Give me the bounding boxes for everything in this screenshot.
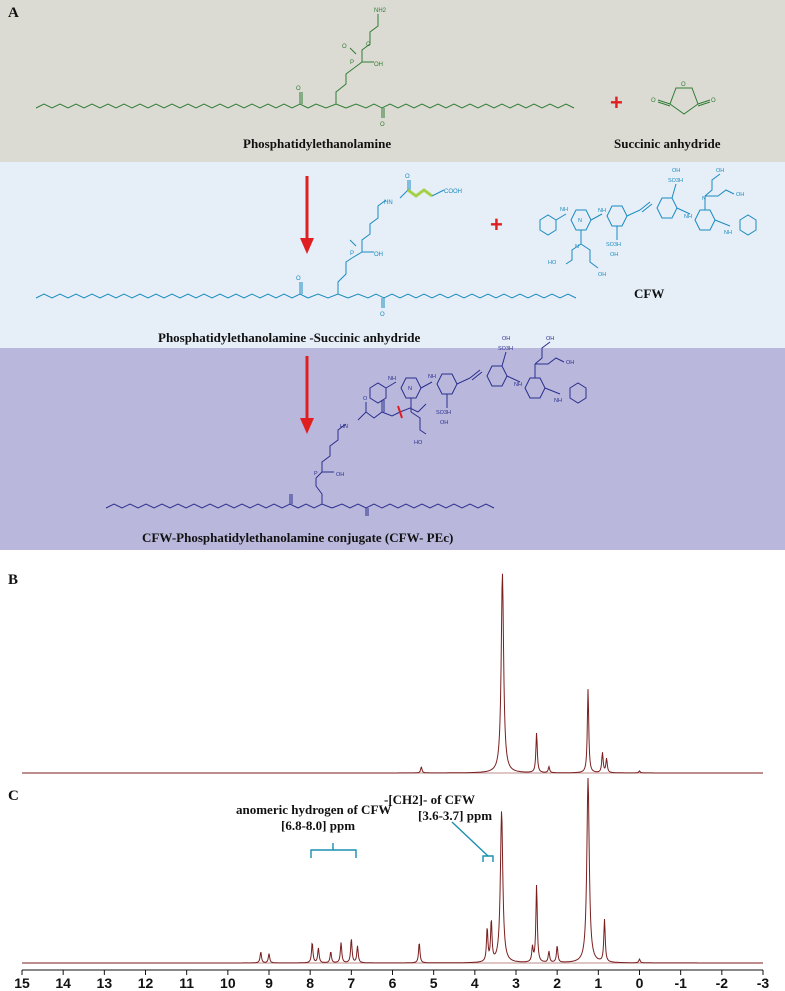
cfw-molecule <box>539 173 757 269</box>
x-tick-label: 0 <box>636 975 644 991</box>
pe-caption: Phosphatidylethanolamine <box>243 136 392 151</box>
conj-oh-label-2: OH <box>502 336 510 342</box>
conj-hn-label: HN <box>340 424 348 430</box>
anhydride-o-left: O <box>651 98 656 104</box>
x-tick-label: 10 <box>220 975 236 991</box>
conj-p-label: P <box>314 471 318 477</box>
pesa-p-label: P <box>350 251 354 257</box>
cfw-nh-label-1: NH <box>560 207 568 213</box>
cfw-so3h-label-2: SO3H <box>668 178 683 184</box>
ch2-text-2: [3.6-3.7] ppm <box>418 808 492 823</box>
conj-oh-label-3: OH <box>546 336 554 342</box>
conj-so3h-label-2: SO3H <box>498 346 513 352</box>
cfw-nh-label-2: NH <box>598 208 606 214</box>
panel-label-a: A <box>8 5 19 21</box>
cfw-nh-label-3: NH <box>684 214 692 220</box>
panel-label-c: C <box>8 788 19 804</box>
cfw-n-label-2: N <box>575 244 579 250</box>
x-tick-label: 15 <box>14 975 30 991</box>
x-tick-label: 13 <box>97 975 113 991</box>
anhydride-o-ring: O <box>681 82 686 88</box>
conj-nh-label-3: NH <box>514 382 522 388</box>
plus-sign-2: + <box>490 212 503 237</box>
plus-sign-1: + <box>610 90 623 115</box>
reaction-arrow-1 <box>300 176 314 254</box>
pe-sa-caption: Phosphatidylethanolamine -Succinic anhyd… <box>158 330 421 345</box>
x-tick-label: 14 <box>55 975 71 991</box>
x-tick-label: 5 <box>430 975 438 991</box>
succinic-anhydride-molecule <box>657 87 711 115</box>
anomeric-annotation: anomeric hydrogen of CFW [6.8-8.0] ppm <box>236 802 391 858</box>
x-tick-label: 8 <box>306 975 314 991</box>
cfw-oh-label-2: OH <box>672 168 680 174</box>
pe-atom-labels: NH2 P OH O O O O <box>296 8 387 128</box>
conjugate-caption: CFW-Phosphatidylethanolamine conjugate (… <box>142 530 454 545</box>
pesa-o-label-3: O <box>380 312 385 318</box>
scheme-step-3-panel <box>0 348 785 550</box>
ester-bond-highlight <box>397 405 403 419</box>
pe-o-label-4: O <box>380 122 385 128</box>
conj-oh-label-4: OH <box>566 360 574 366</box>
x-tick-label: 4 <box>471 975 479 991</box>
panel-label-b: B <box>8 572 19 588</box>
anomeric-text-1: anomeric hydrogen of CFW <box>236 802 391 817</box>
pe-o-label-1: O <box>342 44 347 50</box>
spectrum-b-trace <box>22 573 763 774</box>
cfw-n-label-1: N <box>578 218 582 224</box>
x-tick-label: -1 <box>674 975 687 991</box>
x-tick-label: 11 <box>179 975 194 991</box>
x-tick-label: -2 <box>716 975 729 991</box>
pe-p-label: P <box>350 60 354 66</box>
ch2-annotation: -[CH2]- of CFW [3.6-3.7] ppm <box>384 792 494 862</box>
scheme-step-1-panel <box>0 0 785 162</box>
conj-n-label-1: N <box>408 386 412 392</box>
pe-oh-label: OH <box>374 62 383 68</box>
pesa-cooh-label: COOH <box>444 189 462 195</box>
x-tick-label: 1 <box>594 975 602 991</box>
conjugate-molecule <box>105 341 587 516</box>
pe-nh2-label: NH2 <box>374 8 387 14</box>
cfw-n-label-3: N <box>702 196 706 202</box>
pesa-hn-label: HN <box>384 200 393 206</box>
conj-oh-label-1: OH <box>440 420 448 426</box>
anomeric-text-2: [6.8-8.0] ppm <box>281 818 355 833</box>
pe-molecule <box>35 14 575 118</box>
scheme-step-2-panel <box>0 162 785 348</box>
cfw-caption: CFW <box>634 286 665 301</box>
x-tick-label: 7 <box>347 975 355 991</box>
cfw-nh-label-4: NH <box>724 230 732 236</box>
pe-o-label-3: O <box>296 86 301 92</box>
conj-nh-label-2: NH <box>428 374 436 380</box>
anhydride-o-right: O <box>711 98 716 104</box>
x-tick-label: 2 <box>553 975 561 991</box>
pesa-o-label-2: O <box>296 276 301 282</box>
conj-nh-label-1: NH <box>388 376 396 382</box>
reaction-arrow-2 <box>300 356 314 434</box>
nmr-spectra: anomeric hydrogen of CFW [6.8-8.0] ppm -… <box>14 573 769 991</box>
conj-so3h-label-1: SO3H <box>436 410 451 416</box>
x-tick-label: -3 <box>757 975 770 991</box>
x-tick-label: 9 <box>265 975 273 991</box>
conj-nh-label-4: NH <box>554 398 562 404</box>
pesa-oh-label: OH <box>374 252 383 258</box>
x-tick-label: 6 <box>389 975 397 991</box>
x-tick-label: 12 <box>138 975 154 991</box>
conj-oh-label: OH <box>336 472 344 478</box>
conj-ho-label: HO <box>414 440 423 446</box>
cfw-oh-label-3: OH <box>598 272 606 278</box>
reaction-scheme: NH2 P OH O O O O + O O O <box>35 8 757 516</box>
x-tick-label: 3 <box>512 975 520 991</box>
anhydride-caption: Succinic anhydride <box>614 136 721 151</box>
ch2-text-1: -[CH2]- of CFW <box>384 792 475 807</box>
pesa-o-label: O <box>405 174 410 180</box>
pe-o-label-2: O <box>366 42 371 48</box>
cfw-oh-label-4: OH <box>716 168 724 174</box>
conj-o-label-1: O <box>363 396 368 402</box>
cfw-so3h-label-1: SO3H <box>606 242 621 248</box>
cfw-oh-label-1: OH <box>610 252 618 258</box>
cfw-oh-label-5: OH <box>736 192 744 198</box>
cfw-ho-label-1: HO <box>548 260 557 266</box>
succinyl-linker-highlight <box>407 188 433 198</box>
